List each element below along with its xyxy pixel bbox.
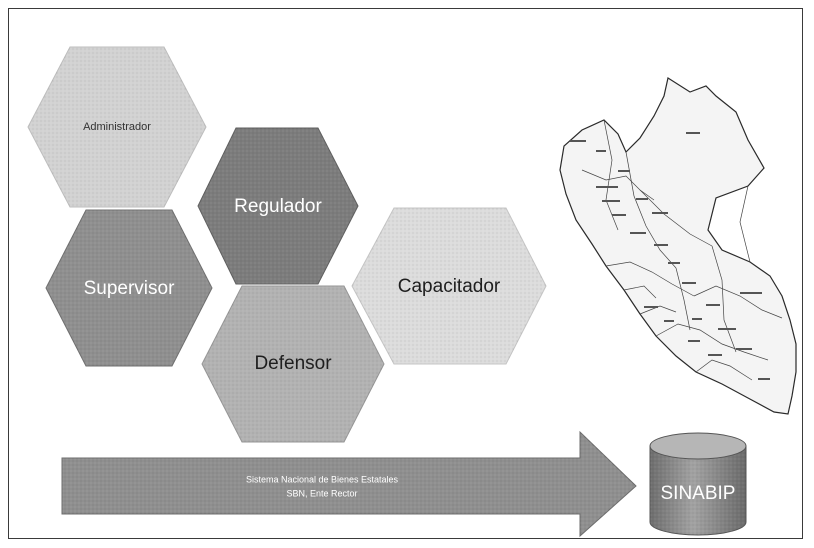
hexagon-administrador: Administrador (27, 46, 207, 208)
database-cylinder: SINABIP (649, 432, 747, 536)
hexagon-label-defensor: Defensor (254, 353, 332, 374)
hexagon-defensor: Defensor (201, 285, 385, 443)
peru-map-icon (559, 77, 797, 415)
hexagon-label-supervisor: Supervisor (84, 278, 175, 299)
hexagon-label-administrador: Administrador (83, 121, 151, 133)
hexagon-regulador: Regulador (197, 127, 359, 285)
hexagon-label-capacitador: Capacitador (398, 276, 501, 297)
arrow-text-line2: SBN, Ente Rector (286, 488, 357, 498)
hexagon-capacitador: Capacitador (351, 207, 547, 365)
database-label: SINABIP (661, 483, 736, 504)
arrow-text-line1: Sistema Nacional de Bienes Estatales (246, 474, 399, 484)
hexagon-label-regulador: Regulador (234, 196, 322, 217)
arrow-banner: Sistema Nacional de Bienes Estatales SBN… (61, 430, 637, 538)
hexagon-supervisor: Supervisor (45, 209, 213, 367)
